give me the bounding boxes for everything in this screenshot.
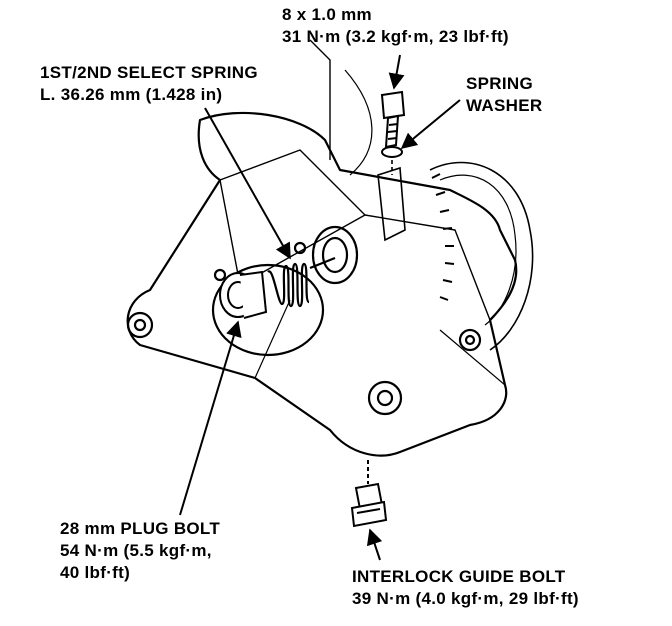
- select-spring-name: 1ST/2ND SELECT SPRING: [40, 63, 258, 82]
- plug-bolt-torque2: 40 lbf·ft): [60, 563, 131, 582]
- spring-washer-line1: SPRING: [466, 74, 533, 93]
- interlock-guide-bolt: [350, 460, 388, 528]
- plug-bolt-name: 28 mm PLUG BOLT: [60, 519, 221, 538]
- plug-bolt: [219, 270, 268, 319]
- top-bolt: [380, 90, 406, 149]
- guide-part: [377, 160, 406, 242]
- arrow-interlock-bolt: [366, 528, 383, 561]
- plug-bolt-label: 28 mm PLUG BOLT 54 N·m (5.5 kgf·m, 40 lb…: [60, 518, 220, 584]
- spring-washer-line2: WASHER: [466, 96, 543, 115]
- spring-washer-label: SPRING WASHER: [466, 73, 542, 117]
- spring-washer: [381, 146, 403, 158]
- interlock-bolt-name: INTERLOCK GUIDE BOLT: [352, 567, 566, 586]
- interlock-bolt-torque: 39 N·m (4.0 kgf·m, 29 lbf·ft): [352, 589, 579, 608]
- select-spring-length: L. 36.26 mm (1.428 in): [40, 85, 223, 104]
- gear-teeth: [431, 173, 455, 301]
- plug-bolt-torque1: 54 N·m (5.5 kgf·m,: [60, 541, 212, 560]
- arrow-select-spring: [204, 107, 291, 260]
- select-spring: [266, 256, 336, 308]
- arrow-plug-bolt: [179, 320, 242, 516]
- select-spring-label: 1ST/2ND SELECT SPRING L. 36.26 mm (1.428…: [40, 62, 258, 106]
- bolt-torque: 31 N·m (3.2 kgf·m, 23 lbf·ft): [282, 27, 509, 46]
- leader-lines: [179, 54, 461, 561]
- top-bolt-label: 8 x 1.0 mm 31 N·m (3.2 kgf·m, 23 lbf·ft): [282, 4, 509, 48]
- transmission-housing: [126, 39, 534, 457]
- arrow-spring-washer: [400, 99, 461, 150]
- bolt-size: 8 x 1.0 mm: [282, 5, 372, 24]
- arrow-top-bolt: [388, 54, 405, 90]
- interlock-bolt-label: INTERLOCK GUIDE BOLT 39 N·m (4.0 kgf·m, …: [352, 566, 579, 610]
